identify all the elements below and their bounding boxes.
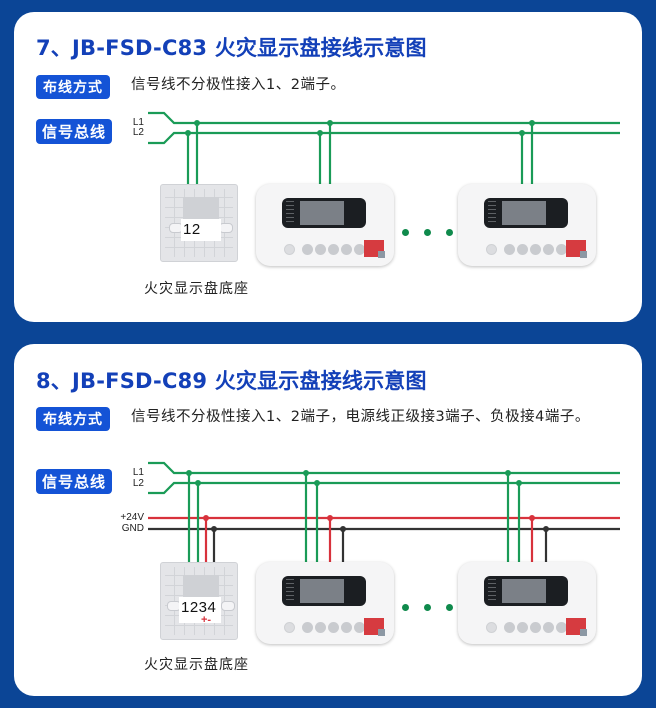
junction-dot — [186, 470, 192, 476]
junction-dot — [314, 480, 320, 486]
junction-dot — [516, 480, 522, 486]
fire-display-panel — [458, 562, 596, 644]
brand-logo-icon — [566, 618, 587, 636]
junction-dot — [543, 526, 549, 532]
mount-hole — [219, 223, 233, 233]
wiring-description: 信号线不分极性接入1、2端子，电源线正级接3端子、负极接4端子。 — [131, 409, 590, 425]
junction-dot — [529, 120, 535, 126]
junction-dot — [340, 526, 346, 532]
wire-l1 — [148, 111, 620, 125]
brand-logo-icon — [364, 240, 385, 258]
wiring-method-badge: 布线方式 — [36, 407, 110, 431]
section-c89-card: 8、JB-FSD-C89 火灾显示盘接线示意图 布线方式 信号线不分极性接入1、… — [14, 344, 642, 696]
wiring-method-badge: 布线方式 — [36, 75, 110, 99]
junction-dot — [327, 515, 333, 521]
brand-logo-icon — [566, 240, 587, 258]
bus-line-label-l2: L2 — [132, 127, 144, 138]
lcd-screen — [300, 579, 344, 603]
terminal-numbers: 1234 — [181, 599, 217, 616]
wire-l2 — [148, 131, 620, 145]
fire-display-panel — [256, 184, 394, 266]
fire-display-panel — [256, 562, 394, 644]
section-title: 8、JB-FSD-C89 火灾显示盘接线示意图 — [36, 369, 427, 393]
wiring-description: 信号线不分极性接入1、2端子。 — [131, 77, 346, 93]
junction-dot — [519, 130, 525, 136]
wire-l1 — [148, 461, 620, 475]
section-title: 7、JB-FSD-C83 火灾显示盘接线示意图 — [36, 36, 427, 60]
signal-bus-badge: 信号总线 — [36, 469, 113, 494]
bus-line-label-l2: L2 — [132, 478, 144, 489]
brand-logo-icon — [364, 618, 385, 636]
power-line-label-24v: +24V — [120, 512, 144, 523]
junction-dot — [505, 470, 511, 476]
display-panel-base: 12 — [160, 184, 238, 262]
lcd-screen — [502, 579, 546, 603]
wiring-diagram — [148, 111, 620, 216]
fire-display-panel — [458, 184, 596, 266]
base-caption: 火灾显示盘底座 — [144, 657, 249, 673]
junction-dot — [185, 130, 191, 136]
base-caption: 火灾显示盘底座 — [144, 281, 249, 297]
junction-dot — [317, 130, 323, 136]
lcd-screen — [502, 201, 546, 225]
junction-dot — [203, 515, 209, 521]
junction-dot — [211, 526, 217, 532]
junction-dot — [327, 120, 333, 126]
signal-bus-badge: 信号总线 — [36, 119, 113, 144]
power-line-label-gnd: GND — [121, 523, 144, 534]
junction-dot — [195, 480, 201, 486]
bus-line-label-l1: L1 — [132, 467, 144, 478]
junction-dot — [194, 120, 200, 126]
mount-hole — [221, 601, 235, 611]
bus-line-label-l1: L1 — [132, 117, 144, 128]
section-c83-card: 7、JB-FSD-C83 火灾显示盘接线示意图 布线方式 信号线不分极性接入1、… — [14, 12, 642, 322]
terminal-numbers: 12 — [183, 221, 201, 238]
ellipsis-dots — [402, 229, 468, 236]
wiring-diagram — [148, 461, 620, 576]
ellipsis-dots — [402, 604, 468, 611]
display-panel-base: 1234 +- — [160, 562, 238, 640]
lcd-screen — [300, 201, 344, 225]
wire-l2 — [148, 481, 620, 495]
junction-dot — [303, 470, 309, 476]
polarity-marks: +- — [201, 614, 212, 626]
junction-dot — [529, 515, 535, 521]
